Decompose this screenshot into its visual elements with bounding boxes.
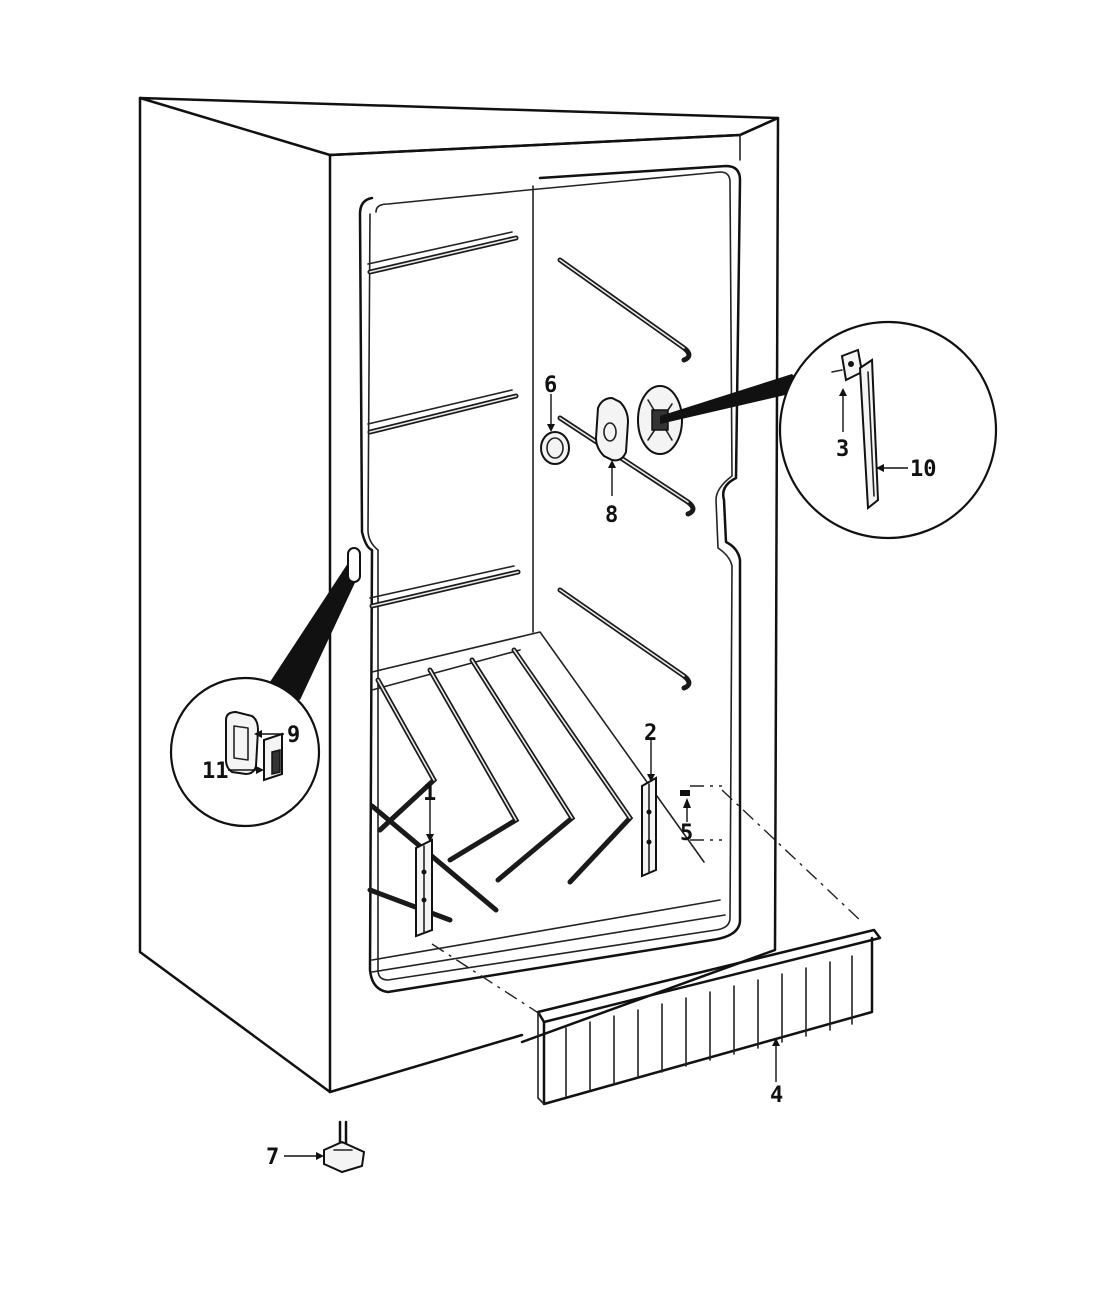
grille-clip — [680, 790, 690, 796]
callout-1: 1 — [423, 781, 436, 806]
callout-3: 3 — [836, 437, 849, 462]
left-shelf-rails — [367, 231, 521, 609]
alignment-lines — [431, 785, 863, 1015]
inner-liner — [358, 164, 742, 994]
basket-support-bracket-1 — [415, 838, 433, 938]
callout-11: 11 — [202, 759, 229, 784]
callout-6: 6 — [544, 373, 557, 398]
callout-2: 2 — [644, 721, 657, 746]
leveling-leg — [323, 1120, 366, 1174]
door-switch-detail-circle — [169, 547, 361, 828]
thermostat-knob — [540, 431, 570, 465]
callout-8: 8 — [605, 503, 618, 528]
bottom-wire-basket — [367, 647, 634, 923]
callout-7: 7 — [266, 1145, 279, 1170]
thermostat-mounting-plate — [594, 396, 630, 462]
thermostat-detail-circle — [660, 320, 998, 540]
cabinet-body — [138, 96, 780, 1094]
basket-support-bracket-2 — [641, 776, 657, 878]
leader-lines — [228, 388, 908, 1160]
right-shelf-rails — [557, 257, 696, 691]
callout-4: 4 — [770, 1083, 783, 1108]
callout-9: 9 — [287, 723, 300, 748]
callout-5: 5 — [680, 821, 693, 846]
callout-10: 10 — [910, 457, 937, 482]
base-grille — [536, 928, 882, 1106]
callout-labels: 1 2 3 4 5 6 7 8 9 10 11 — [202, 373, 937, 1170]
